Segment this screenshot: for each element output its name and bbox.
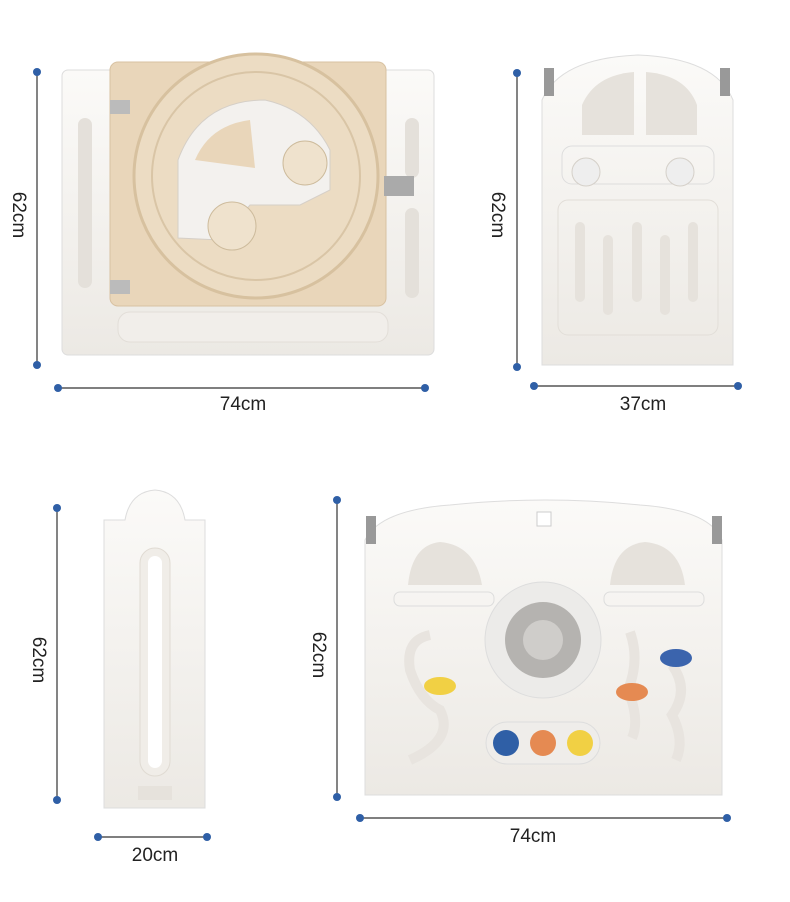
slim-panel-width-label: 20cm — [131, 845, 179, 866]
door-panel-image — [61, 52, 435, 356]
narrow-panel-height-label: 62cm — [487, 191, 508, 239]
door-panel-width-label: 74cm — [219, 394, 267, 415]
dimension-lines — [36, 72, 738, 838]
slim-panel-image — [103, 489, 206, 809]
door-panel-height-label: 62cm — [8, 191, 29, 239]
activity-panel-width-label: 74cm — [509, 826, 557, 847]
activity-panel-image — [364, 499, 723, 796]
narrow-panel-image — [541, 54, 734, 366]
narrow-panel-width-label: 37cm — [619, 394, 667, 415]
slim-panel-height-label: 62cm — [28, 636, 49, 684]
activity-panel-height-label: 62cm — [308, 631, 329, 679]
dimension-dots — [33, 68, 742, 841]
